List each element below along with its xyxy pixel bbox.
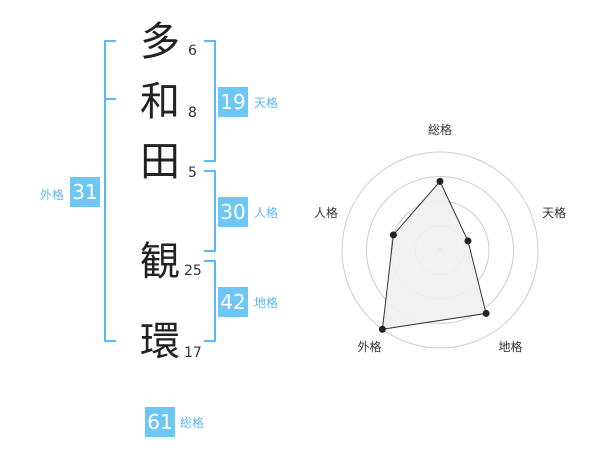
- radar-point-2: [464, 237, 472, 245]
- jinkaku-bracket: [204, 170, 216, 252]
- radar-point-1: [436, 177, 444, 185]
- radar-series-area: [381, 180, 487, 330]
- stroke-count-1: 6: [188, 43, 197, 59]
- name-char-4: 観: [140, 239, 180, 285]
- chikaku-bracket: [204, 260, 216, 342]
- jinkaku-score: 30: [218, 197, 248, 227]
- gaikaku-bracket: [104, 40, 116, 342]
- radar-point-4: [378, 325, 386, 333]
- radar-axis-label-2: 天格: [542, 205, 566, 220]
- name-char-5: 環: [140, 319, 180, 365]
- soukaku-label: 総格: [180, 416, 205, 430]
- name-char-1: 多: [140, 19, 180, 65]
- chikaku-label: 地格: [254, 296, 279, 310]
- radar-axis-label-5: 人格: [314, 205, 338, 220]
- stroke-count-2: 8: [188, 105, 197, 121]
- tenkaku-label: 天格: [254, 96, 279, 110]
- tenkaku-score: 19: [218, 87, 248, 117]
- jinkaku-label: 人格: [254, 206, 279, 220]
- name-char-3: 田: [140, 139, 180, 185]
- stroke-count-3: 5: [188, 165, 197, 181]
- radar-axis-label-4: 外格: [357, 339, 381, 354]
- radar-grid-ring: [341, 151, 539, 349]
- name-char-2: 和: [140, 79, 180, 125]
- radar-point-5: [389, 231, 397, 239]
- stroke-count-5: 17: [184, 345, 202, 361]
- soukaku-score: 61: [145, 407, 175, 437]
- chikaku-score: 42: [218, 287, 248, 317]
- gaikaku-score: 31: [70, 177, 100, 207]
- stroke-count-4: 25: [184, 263, 202, 279]
- radar-point-3: [482, 309, 490, 317]
- radar-grid-ring: [366, 176, 514, 324]
- gaikaku-bracket-mid-tick: [104, 98, 116, 100]
- radar-axis-label-3: 地格: [499, 339, 523, 354]
- tenkaku-bracket: [204, 40, 216, 162]
- gaikaku-label: 外格: [40, 188, 65, 202]
- radar-axis-label-1: 総格: [428, 122, 452, 137]
